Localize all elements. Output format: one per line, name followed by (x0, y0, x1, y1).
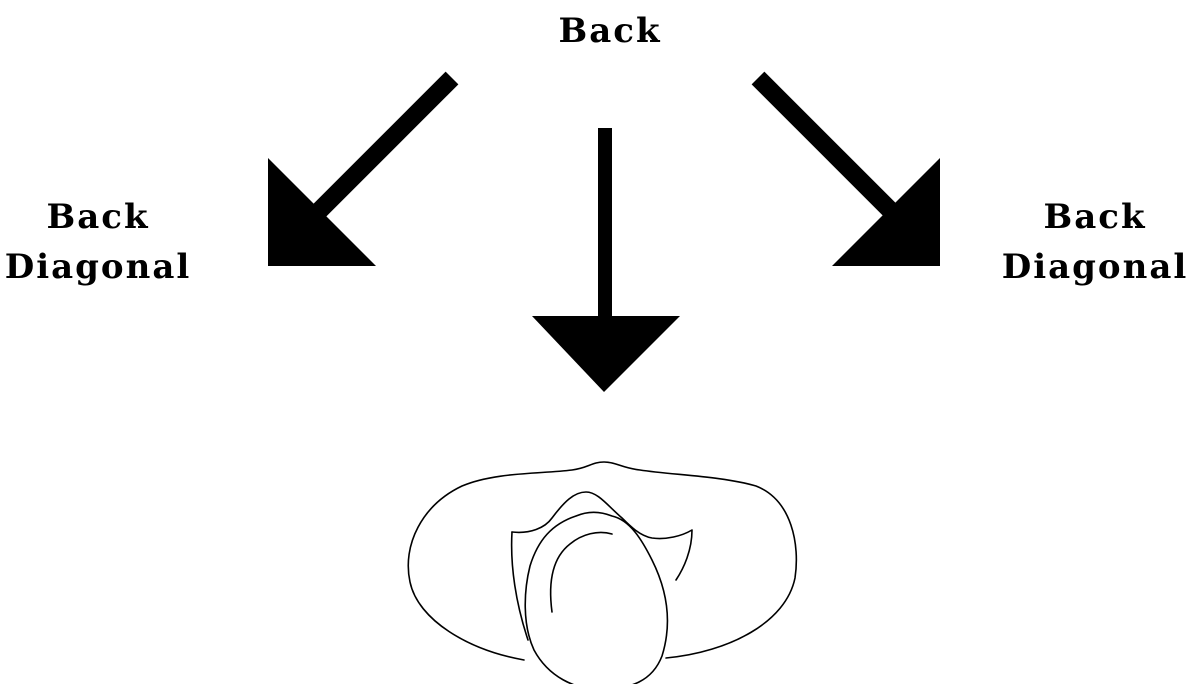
label-back-diagonal-right: Back Diagonal (994, 192, 1196, 292)
label-left-line1: Back (0, 192, 196, 242)
down-left-diagonal-arrow-icon (268, 78, 452, 266)
label-back-top: Back (498, 6, 722, 56)
label-right-line2: Diagonal (994, 242, 1196, 292)
head-outline (525, 512, 667, 684)
head-and-shoulders-top-view-icon (408, 462, 796, 684)
label-left-line2: Diagonal (0, 242, 196, 292)
hairline (551, 532, 612, 612)
label-back-text: Back (558, 11, 661, 51)
neck-outline (512, 492, 692, 580)
label-back-diagonal-left: Back Diagonal (0, 192, 196, 292)
shoulders-outline (408, 462, 796, 660)
label-right-line1: Back (994, 192, 1196, 242)
down-right-diagonal-arrow-icon (758, 78, 940, 266)
straight-down-arrow-icon (532, 128, 680, 392)
